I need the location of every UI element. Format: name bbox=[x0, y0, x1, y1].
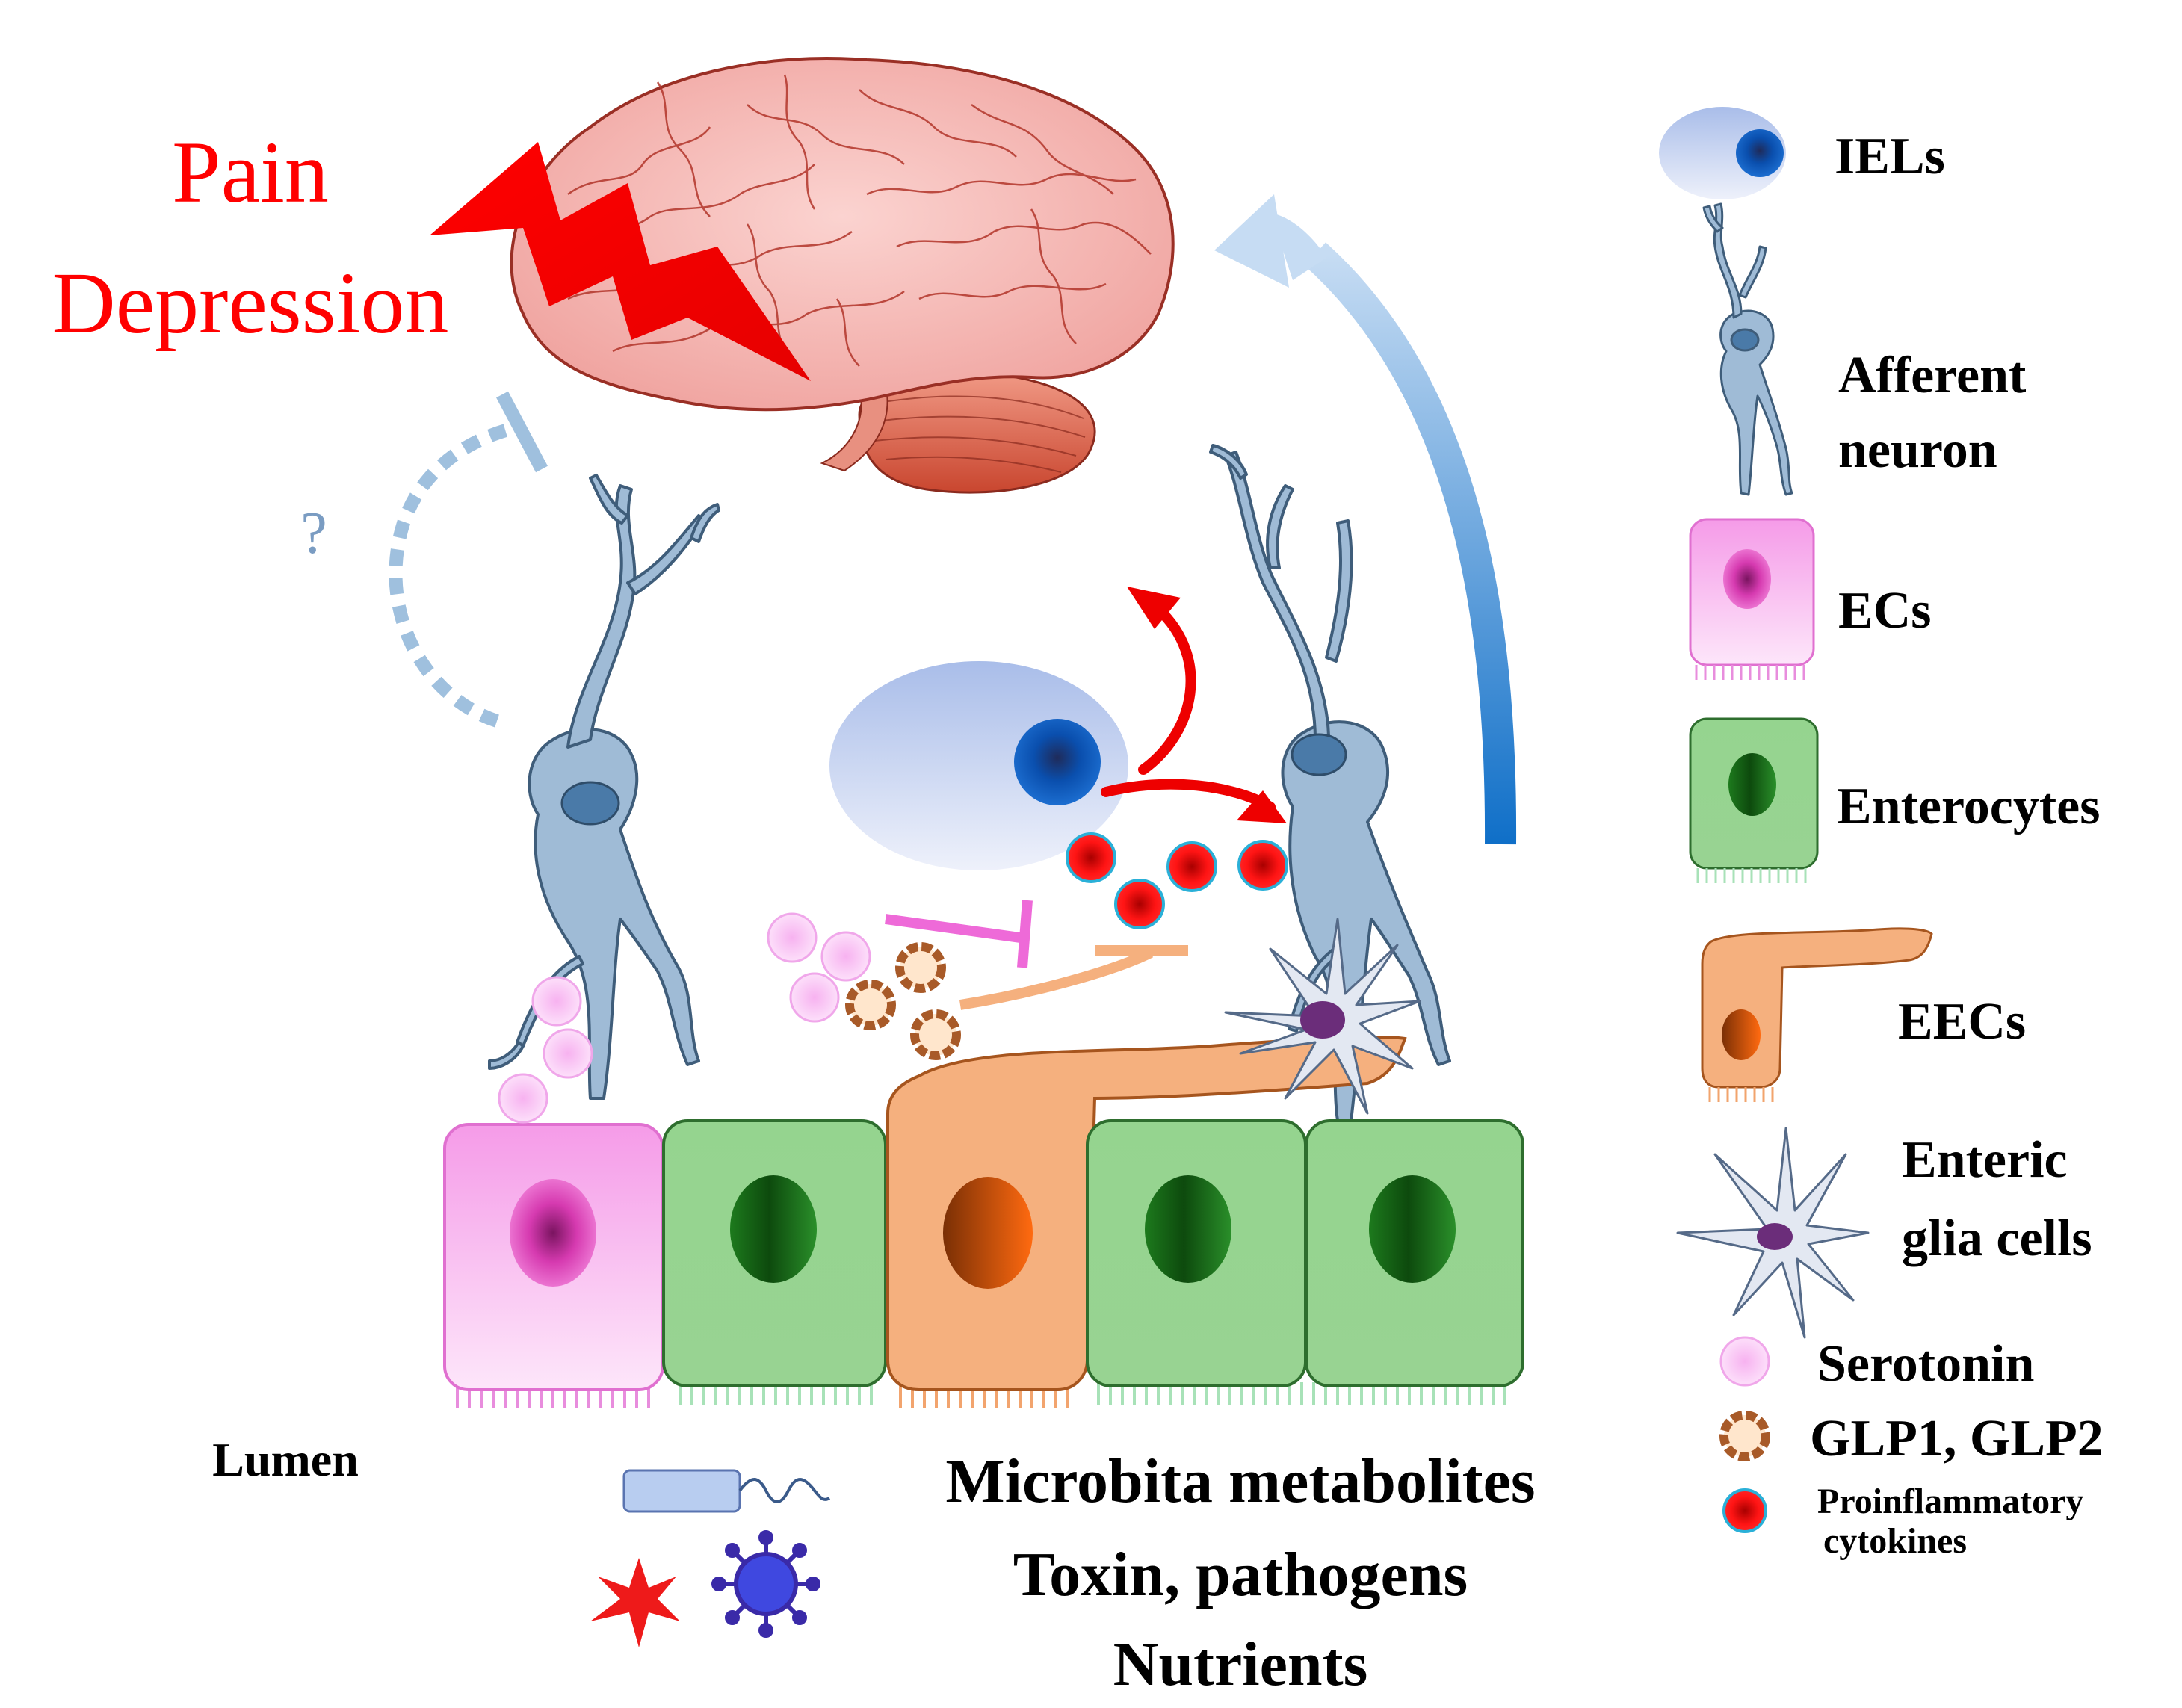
bottom-text-line: Nutrients bbox=[1113, 1630, 1368, 1699]
afferent-neuron-right bbox=[1209, 444, 1451, 1122]
legend-label-neuron: neuron bbox=[1838, 421, 1997, 479]
legend-glp-icon bbox=[1719, 1411, 1770, 1461]
arrow-head bbox=[1127, 587, 1181, 629]
legend-ec-icon bbox=[1689, 518, 1815, 680]
arrow-head bbox=[1237, 790, 1287, 823]
enterocyte-cell bbox=[1305, 1119, 1524, 1387]
legend-label-proinflammatory: Proinflammatory bbox=[1817, 1482, 2083, 1521]
enteric-glia-cell bbox=[1224, 918, 1421, 1115]
brain-stem bbox=[820, 383, 888, 472]
glp-inhibition bbox=[959, 945, 1188, 1010]
legend-enterocyte-icon bbox=[1689, 717, 1819, 883]
brain bbox=[510, 57, 1175, 494]
iel-cell bbox=[829, 661, 1128, 870]
serotonin-cluster bbox=[767, 912, 871, 1023]
toxin-star-icon bbox=[590, 1558, 680, 1647]
bottom-text-line: Toxin, pathogens bbox=[1013, 1540, 1468, 1609]
legend-label-serotonin: Serotonin bbox=[1817, 1335, 2034, 1393]
gut-to-brain-arrow bbox=[1214, 194, 1517, 845]
serotonin-inhibition bbox=[885, 900, 1033, 968]
brain-label-depression: Depression bbox=[52, 254, 449, 352]
legend-label-enterocytes: Enterocytes bbox=[1837, 778, 2101, 835]
iel-cytokine-arrows bbox=[1101, 604, 1276, 812]
legend-label-eecs: EECs bbox=[1898, 993, 2026, 1051]
bacteria-icon bbox=[622, 1469, 831, 1513]
cytokine-cluster bbox=[1066, 832, 1288, 929]
legend-glia-icon bbox=[1676, 1127, 1870, 1339]
legend-label-afferent: Afferent bbox=[1838, 347, 2026, 404]
bottom-text-line: Microbita metabolites bbox=[945, 1446, 1535, 1516]
legend-label-iels: IELs bbox=[1835, 128, 1945, 185]
pain-lightning-bolt bbox=[430, 142, 811, 381]
serotonin-cluster bbox=[498, 976, 593, 1124]
legend-label-cytokines: cytokines bbox=[1823, 1521, 1967, 1561]
brain-label-pain: Pain bbox=[172, 123, 329, 221]
legend-label-enteric: Enteric bbox=[1902, 1131, 2068, 1189]
legend: IELs Afferent neuron ECs bbox=[1659, 107, 2104, 1561]
legend-label-glp: GLP1, GLP2 bbox=[1810, 1410, 2104, 1467]
legend-cytokine-icon bbox=[1722, 1488, 1767, 1533]
legend-label-glia-cells: glia cells bbox=[1902, 1210, 2092, 1267]
legend-iel-icon bbox=[1659, 107, 1786, 199]
legend-eec-icon bbox=[1701, 927, 1933, 1102]
lumen-label: Lumen bbox=[212, 1433, 359, 1486]
enterocyte-cell bbox=[1086, 1119, 1307, 1387]
legend-serotonin-icon bbox=[1719, 1336, 1770, 1387]
legend-neuron-icon bbox=[1702, 202, 1793, 496]
virus-icon bbox=[711, 1530, 820, 1638]
eec-cell bbox=[886, 1036, 1407, 1391]
ec-cell bbox=[443, 1123, 664, 1391]
enterocyte-cell bbox=[662, 1119, 887, 1387]
uncertain-inhibition-arc bbox=[389, 391, 548, 728]
glp-cluster bbox=[845, 942, 961, 1060]
afferent-neuron-left bbox=[488, 474, 720, 1100]
legend-label-ecs: ECs bbox=[1838, 582, 1931, 640]
question-mark: ? bbox=[300, 501, 327, 566]
